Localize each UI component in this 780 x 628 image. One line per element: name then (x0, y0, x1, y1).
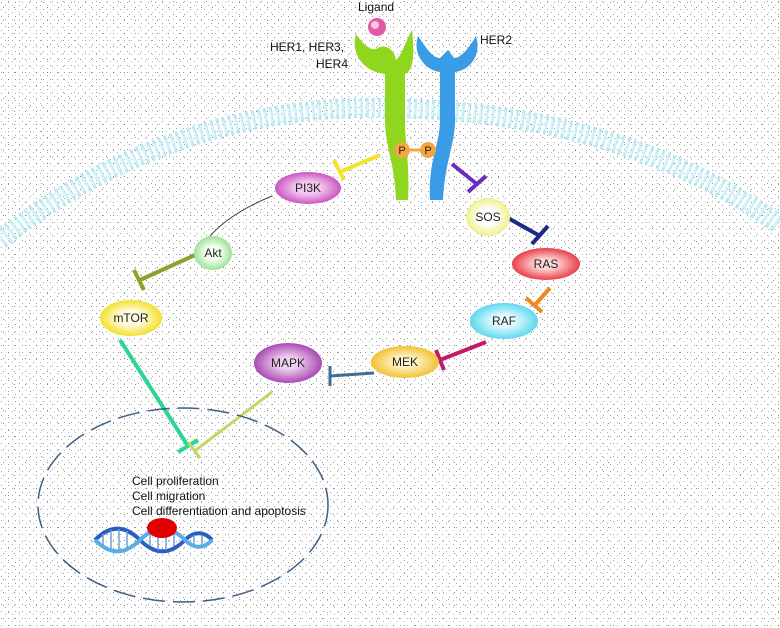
node-akt-label: Akt (204, 246, 222, 260)
node-raf-shape (470, 303, 538, 339)
node-mtor-label: mTOR (113, 311, 148, 325)
node-mek-label: MEK (392, 355, 418, 369)
ligand-highlight (371, 21, 379, 29)
node-ras-shape (512, 248, 580, 280)
node-pi3k-shape (275, 172, 341, 204)
nucleus (37, 407, 329, 603)
arrow-raf-to-mek (434, 340, 487, 371)
line-pi3k-to-akt (209, 195, 273, 237)
arrow-receptor-to-pi3k (332, 153, 381, 181)
arrow-receptor-to-sos (450, 162, 488, 194)
node-mapk-label: MAPK (271, 356, 305, 370)
outcome-migration: Cell migration (132, 489, 206, 503)
node-mapk-shape (254, 343, 322, 383)
arrow-mtor-to-nucleus (118, 338, 200, 454)
cell-outcomes: Cell proliferation Cell migration Cell d… (132, 474, 306, 519)
ligand-label: Ligand (358, 0, 395, 14)
arrow-mapk-to-nucleus (186, 390, 273, 459)
node-sos-shape (466, 198, 510, 236)
node-ras-label: RAS (534, 257, 559, 271)
arrow-mek-to-mapk (328, 366, 375, 386)
phospho-circle-2 (420, 142, 436, 158)
receptor-right-label: HER2 (480, 33, 513, 47)
phospho-label-2: P (424, 145, 431, 157)
outcome-proliferation: Cell proliferation (132, 474, 219, 488)
node-mek-shape (371, 346, 439, 378)
node-mtor-shape (100, 300, 162, 336)
phospho-label-1: P (398, 145, 405, 157)
receptor-left-label-2: HER4 (316, 57, 349, 71)
arrow-ras-to-raf (524, 286, 552, 314)
arrow-akt-to-mtor (132, 253, 196, 291)
dna-icon (93, 518, 214, 554)
phospho-circle-1 (394, 142, 410, 158)
receptor-left-label: HER1, HER3, (270, 40, 345, 54)
node-pi3k-label: PI3K (295, 181, 321, 195)
outcome-differentiation: Cell differentiation and apoptosis (132, 504, 306, 518)
node-akt-shape (194, 236, 232, 270)
her-receptor-left (354, 30, 414, 200)
her2-receptor (416, 36, 478, 200)
node-sos-label: SOS (475, 210, 500, 224)
arrow-sos-to-ras (507, 216, 550, 246)
node-raf-label: RAF (492, 314, 516, 328)
